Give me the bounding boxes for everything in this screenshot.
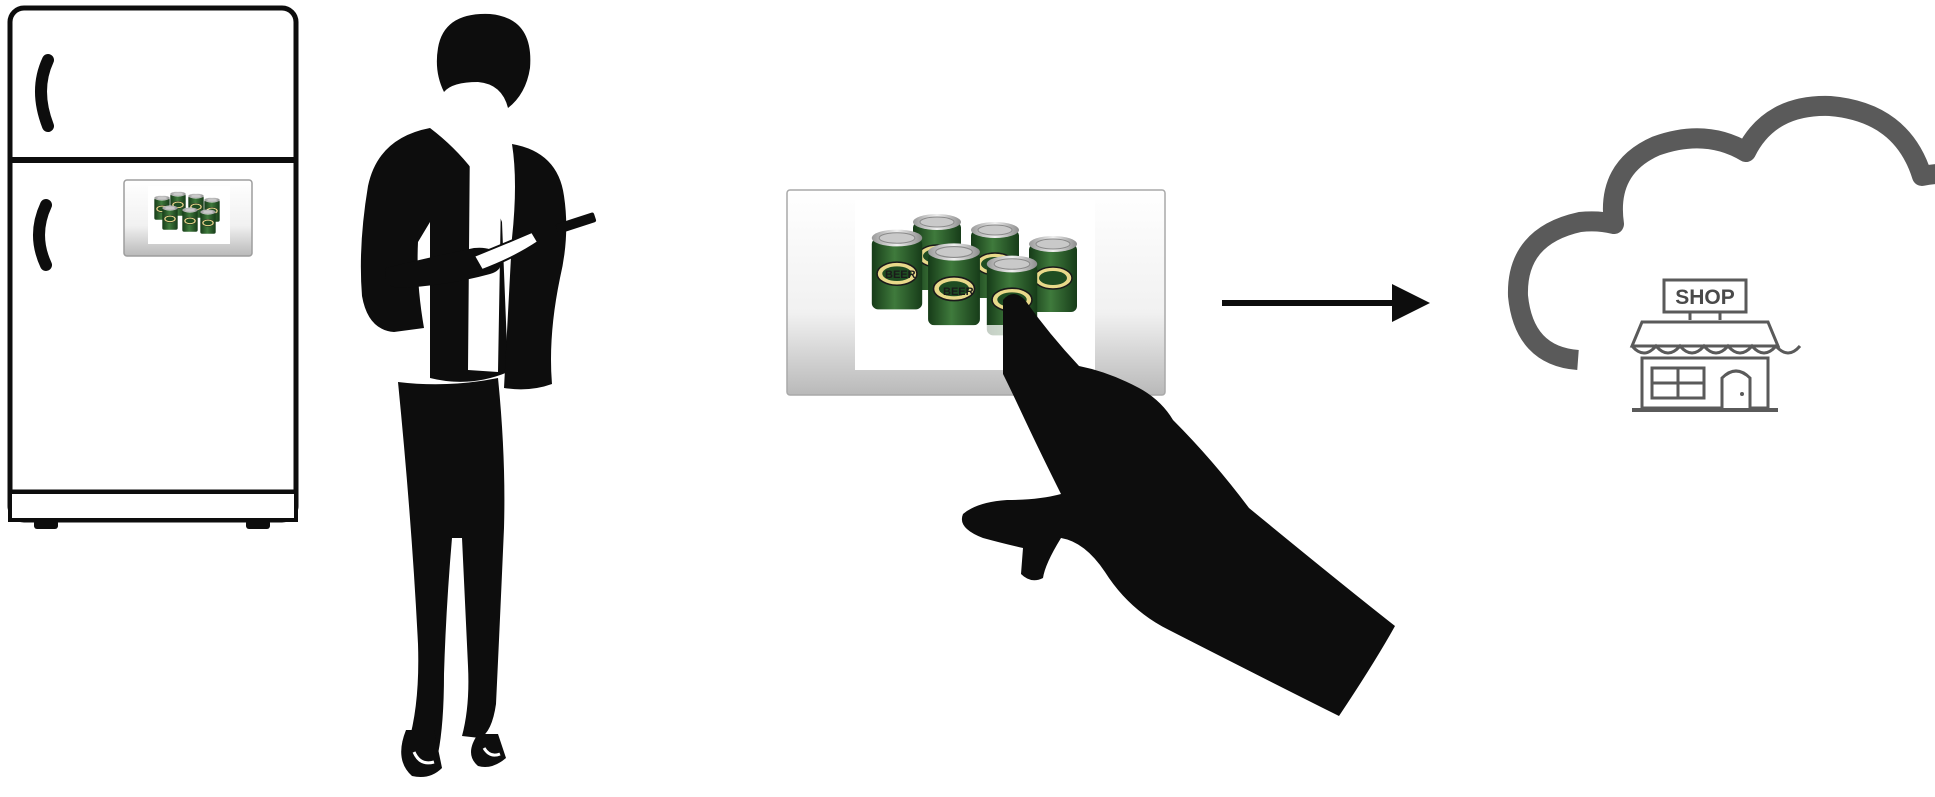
woman-with-phone-silhouette <box>361 14 597 777</box>
beer-cans-image: BEER BEER <box>787 190 1165 395</box>
pointing-hand-silhouette <box>962 294 1395 716</box>
fridge-handle-bottom <box>39 205 46 265</box>
refrigerator-icon <box>10 8 296 529</box>
right-arrow-icon <box>1222 284 1430 322</box>
can-label: BEER <box>885 269 916 281</box>
shop-sign: SHOP <box>1675 286 1735 309</box>
can-label: BEER <box>943 286 974 298</box>
fridge-magnet-icon <box>124 180 252 256</box>
fridge-handle-top <box>41 60 48 126</box>
shop-icon: SHOP <box>1632 280 1800 410</box>
hand-finger-outline <box>968 412 1014 420</box>
